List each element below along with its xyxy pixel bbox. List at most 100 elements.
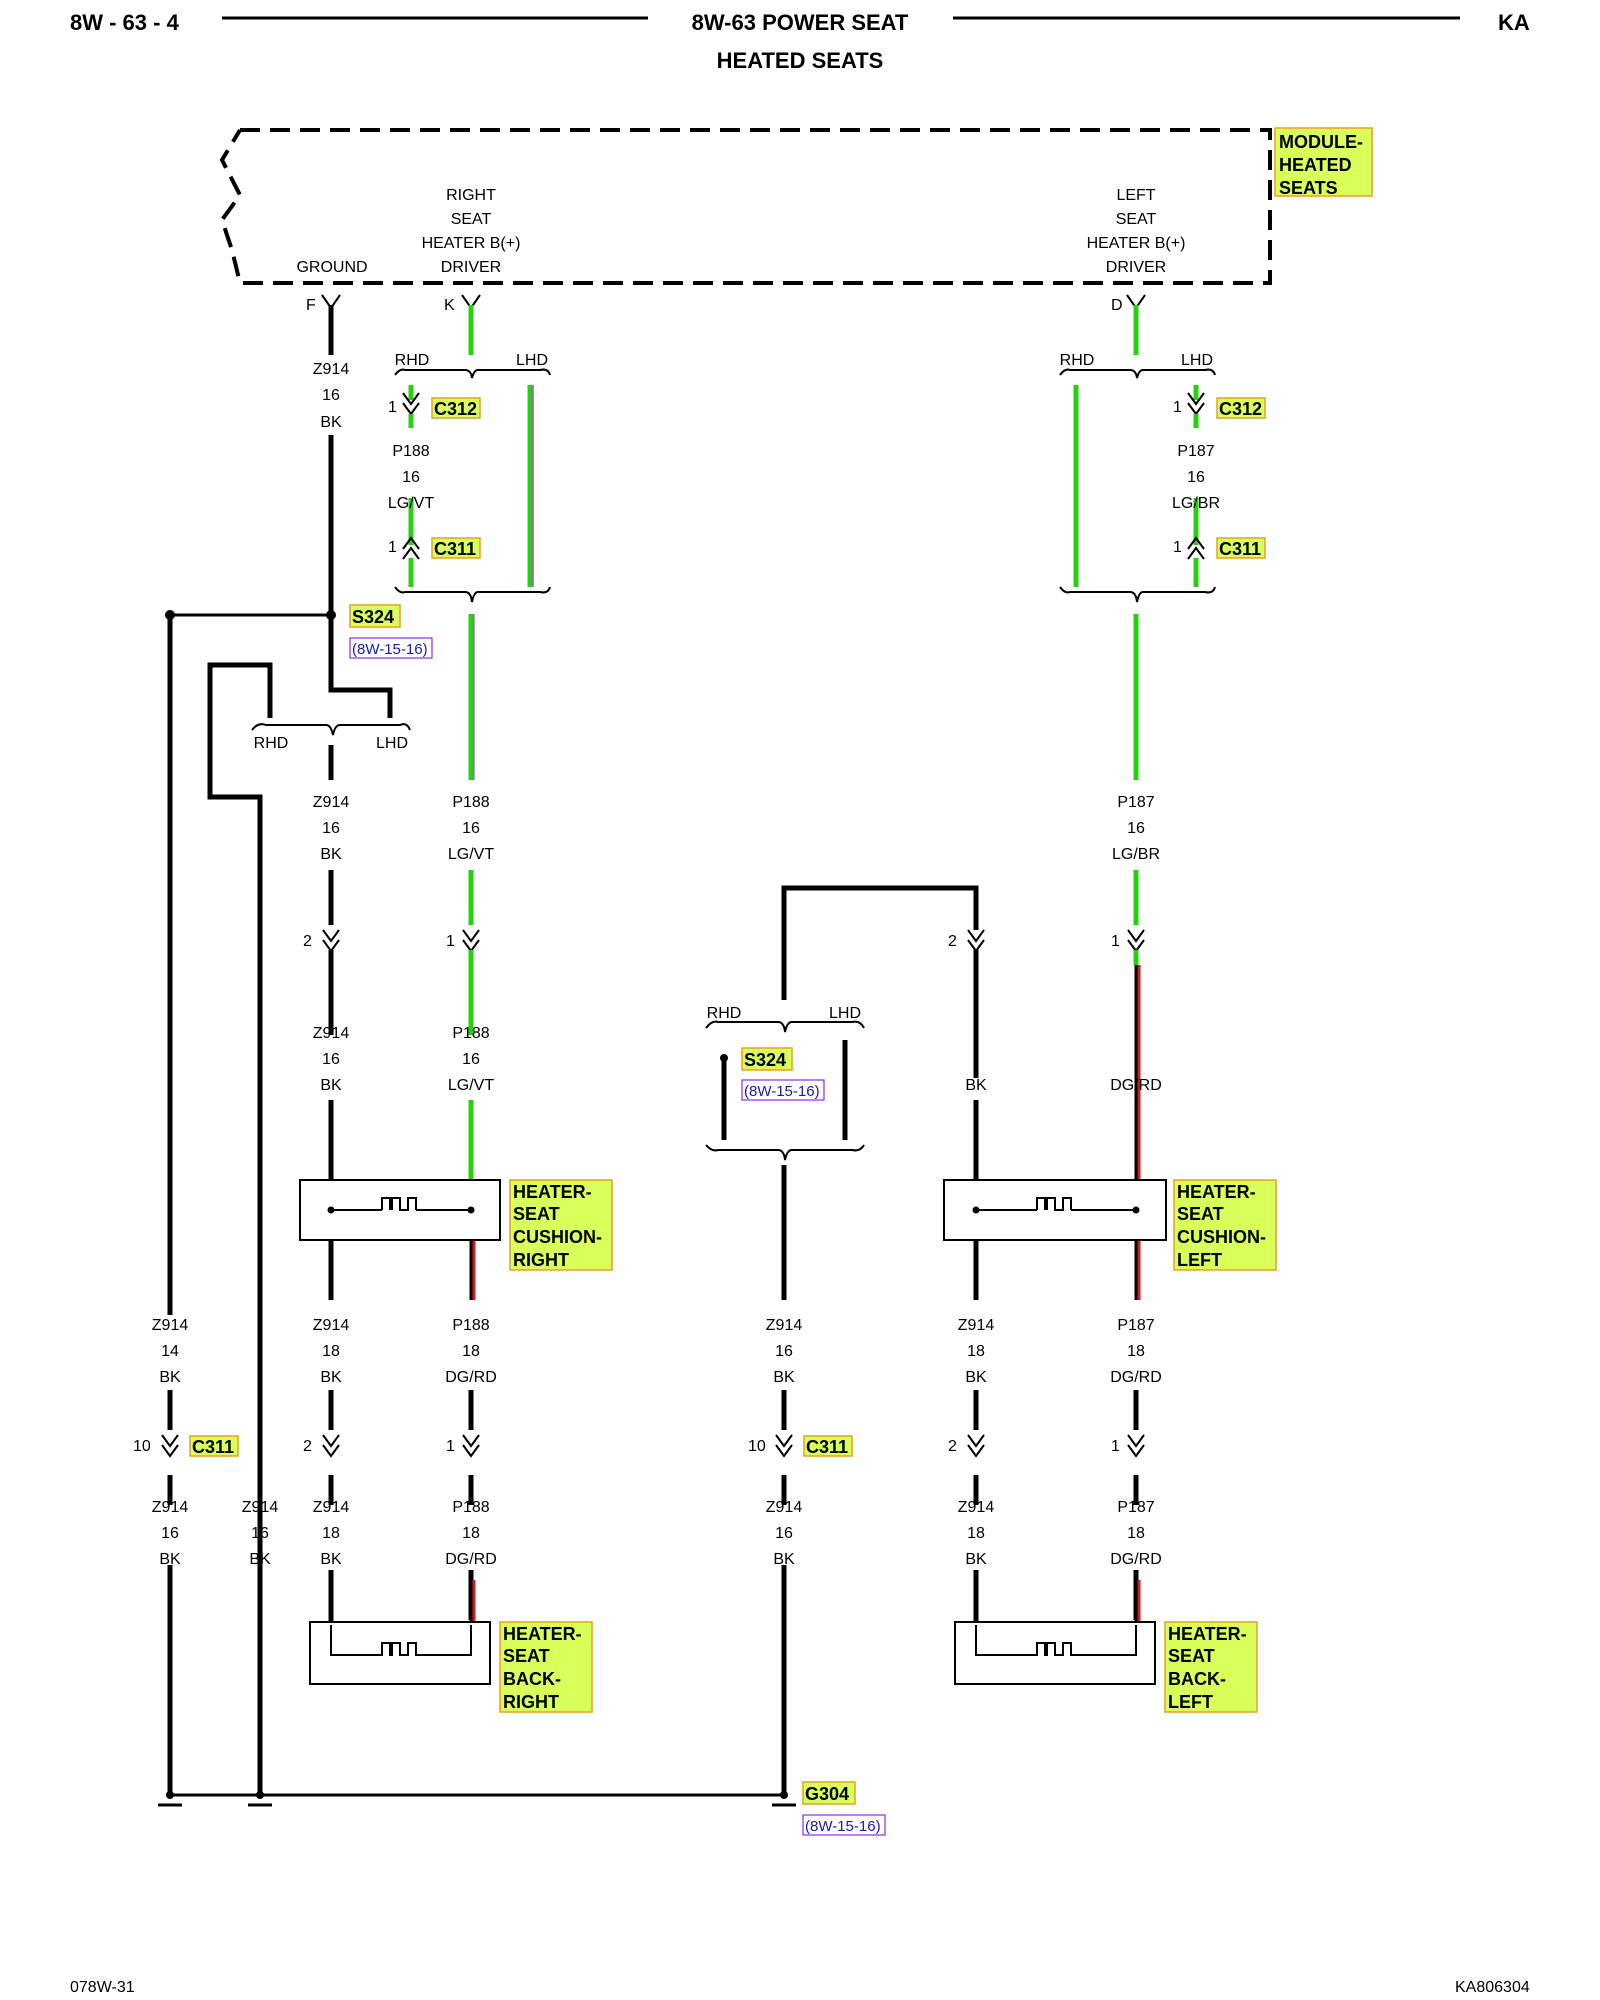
c311-pin: 1 — [1173, 539, 1182, 556]
wire-label: 16 — [322, 387, 340, 404]
wire-label: Z914 — [152, 1317, 189, 1334]
model-code: KA — [1498, 10, 1530, 35]
wire-label: BK — [249, 1551, 271, 1568]
left-driver-label-2: SEAT — [1116, 211, 1157, 228]
wire-label: BK — [965, 1369, 987, 1386]
ground-wire-z914 — [165, 305, 393, 1795]
wire-label: Z914 — [242, 1499, 279, 1516]
wire-label: P188 — [392, 443, 429, 460]
heater-seat-back-right: HEATER- SEAT BACK- RIGHT — [309, 1580, 593, 1713]
back-left-line-3: BACK- — [1168, 1669, 1226, 1689]
cushion-left-line-3: CUSHION- — [1177, 1227, 1266, 1247]
footer-left-code: 078W-31 — [70, 1979, 135, 1996]
wire-label: DG/RD — [1110, 1551, 1162, 1568]
wire-label: 18 — [967, 1525, 985, 1542]
heater-seat-back-left: HEATER- SEAT BACK- LEFT — [954, 1580, 1258, 1713]
wire-label: BK — [320, 846, 342, 863]
pin-1: 1 — [446, 1438, 455, 1455]
wire-label: P188 — [452, 794, 489, 811]
wire-label: 18 — [462, 1525, 480, 1542]
wire-label: 16 — [462, 820, 480, 837]
page-id: 8W - 63 - 4 — [70, 10, 180, 35]
back-right-line-1: HEATER- — [503, 1624, 582, 1644]
lower-c311-connectors: 10 C311 2 1 10 C311 2 1 — [133, 1434, 1145, 1458]
wire-label: DG/RD — [1110, 1077, 1162, 1094]
wire-label: Z914 — [313, 361, 350, 378]
page-title: 8W-63 POWER SEAT — [692, 10, 909, 35]
c311-label-lower-center: C311 — [806, 1437, 848, 1457]
pin-1: 1 — [1111, 1438, 1120, 1455]
module-name-line-3: SEATS — [1279, 178, 1338, 198]
lhd-label: LHD — [829, 1005, 861, 1022]
ground-pin-label: GROUND — [296, 259, 367, 276]
module-name-line-2: HEATED — [1279, 155, 1352, 175]
rhd-label: RHD — [254, 735, 289, 752]
wire-label: Z914 — [152, 1499, 189, 1516]
wire-labels: Z914 16 BK P188 16 LG/VT P187 16 LG/BR Z… — [152, 361, 1220, 1568]
c312-pin: 1 — [388, 399, 397, 416]
ground-option-bracket: RHD LHD — [251, 723, 411, 752]
wire-label: BK — [320, 1551, 342, 1568]
s324-label-center: S324 — [744, 1050, 786, 1070]
pin-d: D — [1111, 297, 1123, 314]
wire-label: BK — [320, 1077, 342, 1094]
lhd-label: LHD — [376, 735, 408, 752]
wire-label: P187 — [1177, 443, 1214, 460]
right-driver-label-1: RIGHT — [446, 187, 496, 204]
wire-label: 18 — [1127, 1525, 1145, 1542]
s324-ref-center: (8W-15-16) — [744, 1083, 820, 1100]
wire-label: P188 — [452, 1317, 489, 1334]
wire-label: Z914 — [313, 794, 350, 811]
c312-label: C312 — [1219, 399, 1262, 419]
rhd-label: RHD — [707, 1005, 742, 1022]
c312-label: C312 — [434, 399, 477, 419]
left-driver-label-1: LEFT — [1116, 187, 1155, 204]
wire-label: 16 — [161, 1525, 179, 1542]
left-driver-label-4: DRIVER — [1106, 259, 1166, 276]
wire-label: Z914 — [313, 1317, 350, 1334]
wire-label: BK — [965, 1551, 987, 1568]
pin-10: 10 — [133, 1438, 151, 1455]
wire-label: BK — [320, 414, 342, 431]
cushion-left-line-1: HEATER- — [1177, 1182, 1256, 1202]
wire-label: P187 — [1117, 794, 1154, 811]
wire-label: 18 — [1127, 1343, 1145, 1360]
rhd-label: RHD — [395, 352, 430, 369]
wire-label: 16 — [1187, 469, 1205, 486]
cushion-right-line-1: HEATER- — [513, 1182, 592, 1202]
wire-label: 18 — [462, 1343, 480, 1360]
cushion-right-line-2: SEAT — [513, 1204, 560, 1224]
wire-label: LG/BR — [1172, 495, 1220, 512]
wire-label: 18 — [967, 1343, 985, 1360]
pin-2: 2 — [948, 1438, 957, 1455]
pin-2: 2 — [303, 1438, 312, 1455]
back-right-line-4: RIGHT — [503, 1692, 559, 1712]
c311-label: C311 — [1219, 539, 1261, 559]
wire-label: LG/VT — [448, 846, 494, 863]
back-right-line-2: SEAT — [503, 1646, 550, 1666]
wire-label: 18 — [322, 1525, 340, 1542]
wire-label: LG/VT — [448, 1077, 494, 1094]
right-seat-circuit-p188: RHD LHD 1 C312 1 C311 — [388, 305, 551, 1620]
wire-label: DG/RD — [445, 1551, 497, 1568]
g304-ref: (8W-15-16) — [805, 1818, 881, 1835]
wire-label: LG/BR — [1112, 846, 1160, 863]
heater-seat-cushion-left: HEATER- SEAT CUSHION- LEFT — [943, 1179, 1277, 1271]
s324-label: S324 — [352, 607, 394, 627]
wire-label: 16 — [775, 1343, 793, 1360]
pin-k: K — [444, 297, 455, 314]
pin-f: F — [306, 297, 316, 314]
cushion-right-line-3: CUSHION- — [513, 1227, 602, 1247]
lhd-label: LHD — [516, 352, 548, 369]
wire-label: 14 — [161, 1343, 179, 1360]
left-seat-circuit-p187: RHD LHD 1 C312 1 C311 — [1059, 305, 1266, 1620]
wire-label: BK — [773, 1551, 795, 1568]
c311-label: C311 — [434, 539, 476, 559]
heated-seats-module: MODULE- HEATED SEATS GROUND RIGHT SEAT H… — [219, 127, 1373, 314]
pin-1: 1 — [446, 933, 455, 950]
wire-label: Z914 — [958, 1499, 995, 1516]
pin-2: 2 — [948, 933, 957, 950]
pin-2: 2 — [303, 933, 312, 950]
wire-label: P188 — [452, 1025, 489, 1042]
wire-label: DG/RD — [445, 1369, 497, 1386]
